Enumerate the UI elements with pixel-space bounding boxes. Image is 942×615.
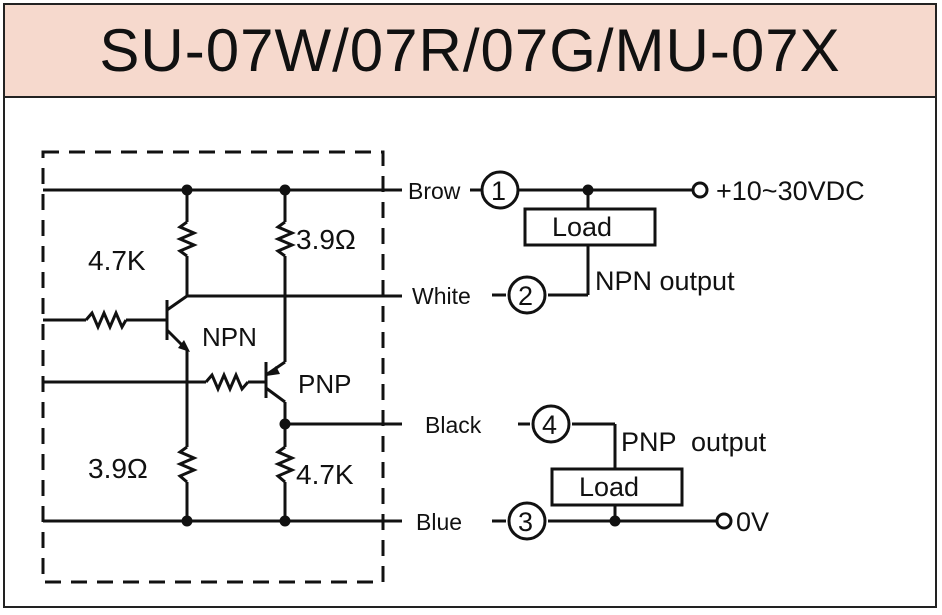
npn-load-box xyxy=(523,207,657,247)
junction-dot xyxy=(181,184,193,196)
terminal-4-label: 4 xyxy=(542,410,557,440)
npn-load-label: Load xyxy=(552,212,612,242)
terminal-3-label: 3 xyxy=(518,507,533,537)
npn-label: NPN xyxy=(202,322,257,352)
terminal-1 xyxy=(480,170,520,210)
resistor-label-top-left: 4.7K xyxy=(88,245,146,276)
junction-dot xyxy=(609,515,621,527)
pnp-base-resistor xyxy=(204,371,250,393)
ground-label: 0V xyxy=(736,507,769,537)
npn-output-label: NPN output xyxy=(595,266,735,296)
wire-label-black: Black xyxy=(425,412,482,438)
sensor-enclosure xyxy=(41,150,385,584)
junction-dot xyxy=(582,184,594,196)
title-bar: SU-07W/07R/07G/MU-07X xyxy=(3,3,937,98)
terminal-3 xyxy=(507,501,547,541)
resistor-label-bottom-right: 4.7K xyxy=(296,459,354,490)
resistor-label-top-right: 3.9Ω xyxy=(296,224,356,255)
ground-terminal xyxy=(715,512,733,530)
terminal-4 xyxy=(531,404,571,444)
junction-dot xyxy=(181,515,193,527)
resistor-bottom-left xyxy=(176,445,198,484)
pnp-load-box xyxy=(550,467,684,507)
diagram-title: SU-07W/07R/07G/MU-07X xyxy=(99,17,841,84)
terminal-2-label: 2 xyxy=(518,281,533,311)
resistor-top-right xyxy=(274,220,296,258)
wire-label-brown: Brow xyxy=(408,178,461,204)
pnp-output-label: PNP output xyxy=(621,427,767,457)
terminal-1-label: 1 xyxy=(491,176,506,206)
junction-dot xyxy=(279,184,291,196)
wire-label-white: White xyxy=(412,283,471,309)
resistor-top-left xyxy=(176,220,198,258)
pnp-load-label: Load xyxy=(579,472,639,502)
wire-label-blue: Blue xyxy=(416,509,462,535)
supply-label: +10~30VDC xyxy=(716,176,865,206)
resistor-label-bottom-left: 3.9Ω xyxy=(88,453,148,484)
resistor-bottom-right xyxy=(274,445,296,484)
pnp-label: PNP xyxy=(298,369,351,399)
npn-base-resistor xyxy=(84,309,128,331)
diagram-frame xyxy=(3,3,937,608)
junction-dot xyxy=(279,515,291,527)
terminal-2 xyxy=(507,275,547,315)
supply-terminal xyxy=(691,181,709,199)
junction-dot xyxy=(279,418,291,430)
